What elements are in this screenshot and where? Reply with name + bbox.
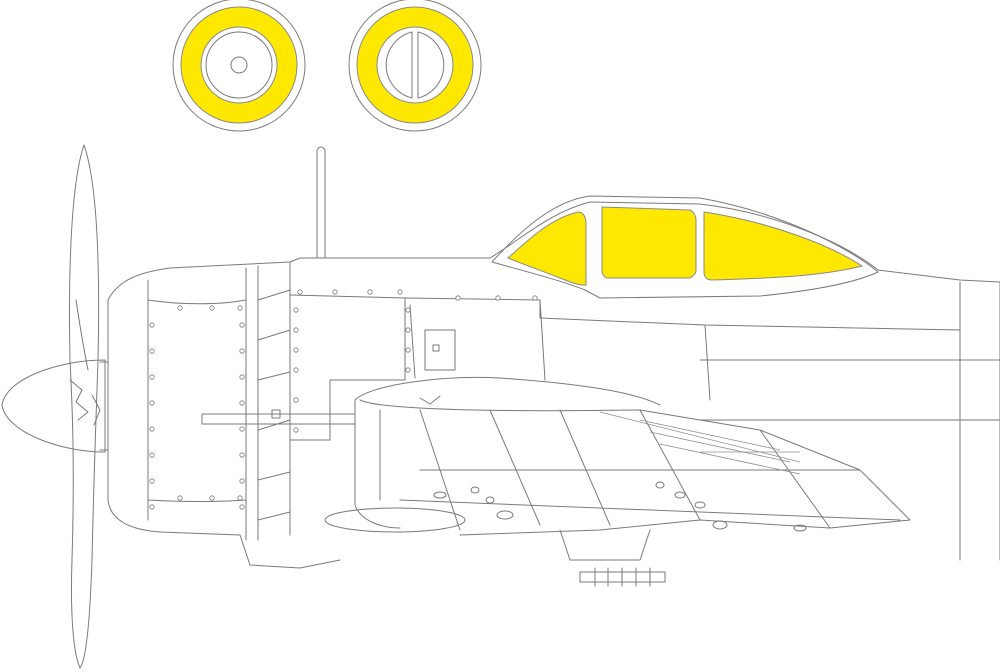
rivet — [239, 478, 245, 484]
rivet — [367, 289, 373, 295]
rivet — [405, 327, 411, 333]
rivet — [293, 397, 299, 403]
rivet — [455, 295, 461, 301]
rivet — [293, 327, 299, 333]
rivet — [239, 452, 245, 458]
rivet — [293, 367, 299, 373]
rivet — [397, 289, 403, 295]
rivet — [239, 400, 245, 406]
rivet — [149, 348, 155, 354]
rivet — [237, 495, 243, 501]
rivet — [405, 307, 411, 313]
wheel-mask-left — [172, 0, 306, 132]
rivet — [149, 400, 155, 406]
rivet — [177, 495, 183, 501]
rivet — [209, 495, 215, 501]
canopy-frame — [491, 195, 879, 299]
rivet — [209, 305, 215, 311]
rivet — [237, 305, 243, 311]
canopy-mask-rear — [703, 211, 864, 281]
canopy-mask-front — [507, 211, 587, 286]
rivet — [149, 426, 155, 432]
rivet — [293, 427, 299, 433]
rivet — [405, 367, 411, 373]
rivet — [149, 374, 155, 380]
rivet — [332, 289, 338, 295]
rivet-pattern — [149, 289, 538, 510]
rivet — [495, 295, 501, 301]
spinner — [1, 359, 109, 453]
wheel-mask-right — [348, 0, 482, 132]
rivet — [149, 452, 155, 458]
rivet — [239, 426, 245, 432]
rivet — [293, 307, 299, 313]
rivet — [297, 289, 303, 295]
propeller — [69, 144, 100, 669]
rivet — [239, 374, 245, 380]
rivet — [177, 305, 183, 311]
wing — [324, 377, 911, 587]
rivet — [149, 322, 155, 328]
rivet — [239, 348, 245, 354]
rivet — [293, 347, 299, 353]
rivet — [149, 504, 155, 510]
rivet — [405, 347, 411, 353]
canopy-mask-middle — [601, 206, 697, 279]
rivet — [149, 478, 155, 484]
rivet — [239, 504, 245, 510]
rivet — [239, 322, 245, 328]
antenna-mast — [316, 146, 326, 259]
rivet — [532, 295, 538, 301]
